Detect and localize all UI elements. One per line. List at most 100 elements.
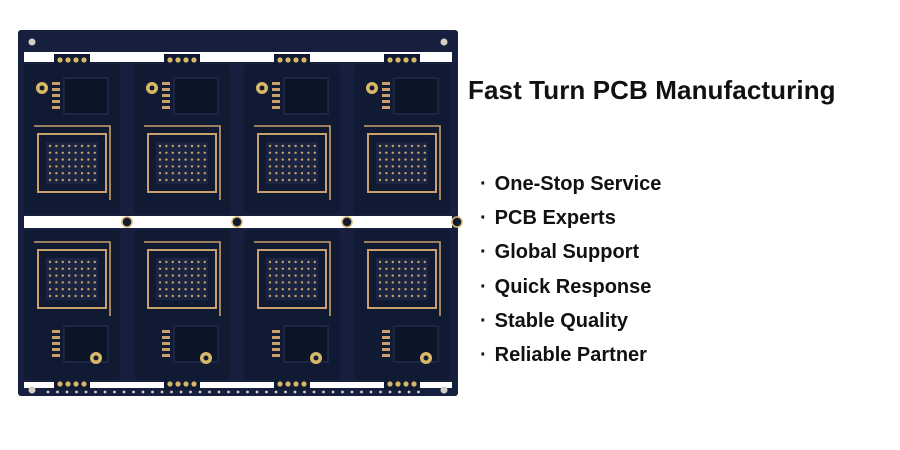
gold-pad xyxy=(387,381,393,387)
smd-pad xyxy=(52,330,60,333)
bga-footprint xyxy=(266,258,318,300)
bga-ball xyxy=(61,274,64,277)
feature-item: ·Stable Quality xyxy=(480,307,661,341)
bga-ball xyxy=(300,281,304,284)
via xyxy=(217,390,221,394)
bga-ball xyxy=(385,172,388,175)
bga-ball xyxy=(398,294,401,298)
bga-ball xyxy=(294,151,297,154)
bga-ball xyxy=(378,165,382,168)
bga-ball xyxy=(313,274,316,277)
bga-ball xyxy=(184,144,187,148)
breakaway-tab xyxy=(121,216,133,228)
bga-ball xyxy=(68,260,71,264)
feature-item: ·PCB Experts xyxy=(480,204,661,238)
bga-ball xyxy=(281,288,284,291)
bga-ball xyxy=(55,178,58,182)
feature-item: ·One-Stop Service xyxy=(480,170,661,204)
bga-ball xyxy=(184,274,187,277)
bga-ball xyxy=(55,165,58,168)
bga-ball xyxy=(203,288,206,291)
copper-trace xyxy=(364,125,441,200)
bga-ball xyxy=(178,281,181,284)
bga-footprint xyxy=(376,142,428,184)
via xyxy=(293,390,297,394)
bga-ball xyxy=(171,144,174,148)
bga-ball xyxy=(313,294,316,298)
mounting-hole-center xyxy=(423,355,429,361)
feature-item: ·Global Support xyxy=(480,238,661,272)
bga-ball xyxy=(190,288,194,291)
bga-ball xyxy=(61,294,64,298)
bga-ball xyxy=(178,267,181,270)
bga-ball xyxy=(178,288,181,291)
gold-pad xyxy=(167,57,173,63)
bga-ball xyxy=(171,158,174,161)
bga-ball xyxy=(307,281,310,284)
bga-ball xyxy=(203,267,206,270)
via xyxy=(255,390,259,394)
bga-footprint xyxy=(376,258,428,300)
bga-ball xyxy=(417,260,420,264)
smd-pad xyxy=(162,106,170,109)
gold-pad xyxy=(301,57,307,63)
bga-ball xyxy=(74,178,77,182)
bga-ball xyxy=(171,274,174,277)
bga-ball xyxy=(178,144,181,148)
bga-ball xyxy=(165,151,168,154)
bga-ball xyxy=(197,172,200,175)
feature-label: Reliable Partner xyxy=(494,343,647,366)
bga-ball xyxy=(74,158,77,161)
bga-ball xyxy=(93,274,97,277)
smd-pad xyxy=(382,94,390,97)
bga-ball xyxy=(423,267,426,270)
bga-ball xyxy=(48,294,52,298)
feature-list: ·One-Stop Service ·PCB Experts ·Global S… xyxy=(480,170,661,375)
bga-ball xyxy=(268,294,272,298)
bga-ball xyxy=(184,172,187,175)
bga-ball xyxy=(87,281,90,284)
bga-ball xyxy=(203,260,206,264)
bga-ball xyxy=(158,288,162,291)
mounting-hole-center xyxy=(313,355,319,361)
bullet-icon: · xyxy=(480,309,487,332)
bga-ball xyxy=(158,144,162,148)
copper-outline xyxy=(367,249,437,309)
bga-ball xyxy=(171,294,174,298)
bga-ball xyxy=(404,274,407,277)
bga-ball xyxy=(48,288,52,291)
copper-trace xyxy=(364,241,441,316)
mounting-hole-center xyxy=(39,85,45,91)
copper-outline xyxy=(37,133,107,193)
bga-ball xyxy=(404,158,407,161)
bga-ball xyxy=(417,178,420,182)
smd-pad xyxy=(382,88,390,91)
bga-ball xyxy=(391,267,394,270)
gold-pad xyxy=(57,381,63,387)
bga-ball xyxy=(93,260,97,264)
bga-ball xyxy=(171,178,174,182)
bga-ball xyxy=(74,144,77,148)
via xyxy=(227,390,230,394)
bga-ball xyxy=(93,151,97,154)
bga-ball xyxy=(203,144,206,148)
bga-ball xyxy=(281,294,284,298)
bga-ball xyxy=(184,158,187,161)
bullet-icon: · xyxy=(480,343,487,366)
bga-ball xyxy=(423,172,426,175)
bga-ball xyxy=(74,165,77,168)
bga-ball xyxy=(178,178,181,182)
bullet-icon: · xyxy=(480,173,487,195)
smd-pad xyxy=(162,342,170,345)
gold-pad xyxy=(387,57,393,63)
component-area xyxy=(63,77,109,115)
bga-ball xyxy=(385,281,388,284)
bga-ball xyxy=(61,260,64,264)
bga-ball xyxy=(307,158,310,161)
bga-ball xyxy=(417,281,420,284)
bga-ball xyxy=(165,165,168,168)
bga-ball xyxy=(55,260,58,264)
gold-pad xyxy=(411,381,417,387)
bga-ball xyxy=(288,267,291,270)
bga-ball xyxy=(410,178,414,182)
